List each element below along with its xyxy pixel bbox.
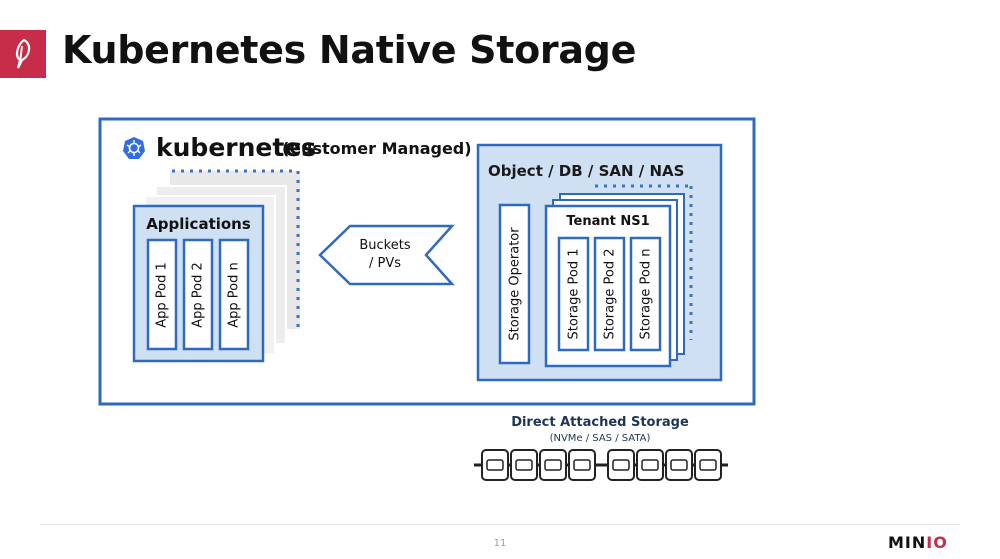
drive-icon xyxy=(694,449,722,481)
kubernetes-wordmark: kubernetes xyxy=(156,133,317,162)
feather-icon xyxy=(15,38,31,69)
minio-logo-badge xyxy=(0,30,46,78)
drive-icon xyxy=(481,449,509,481)
minio-wordmark: MINIO xyxy=(888,533,948,552)
das-subtitle: (NVMe / SAS / SATA) xyxy=(549,433,651,444)
app-pod-n-label: App Pod n xyxy=(226,261,242,328)
slide-title: Kubernetes Native Storage xyxy=(62,28,637,72)
customer-managed-note: (Customer Managed) xyxy=(282,139,472,158)
storage-pod-n-label: Storage Pod n xyxy=(638,248,653,340)
drive-icons xyxy=(481,449,722,481)
storage-pod-2: Storage Pod 2 xyxy=(595,238,624,350)
arrow-label-pvs: / PVs xyxy=(368,256,402,271)
storage-pod-1-box xyxy=(557,236,590,352)
app-pod-1-box xyxy=(146,238,178,351)
storage-operator: Storage Operator xyxy=(500,205,529,363)
kubernetes-frame xyxy=(98,117,756,406)
drive-icon xyxy=(568,449,596,481)
app-pod-2-label: App Pod 2 xyxy=(190,261,206,328)
arrow-label-buckets: Buckets xyxy=(359,238,411,253)
app-pod-n: App Pod n xyxy=(220,240,248,349)
storage-pod-n-box xyxy=(629,236,662,352)
footer-divider xyxy=(40,524,960,525)
brand-min: MIN xyxy=(888,533,927,552)
drive-icon xyxy=(510,449,538,481)
app-pod-n-box xyxy=(218,238,250,351)
storage-pod-2-box xyxy=(593,236,626,352)
app-pod-1: App Pod 1 xyxy=(148,240,176,349)
applications-header: Applications xyxy=(146,215,251,233)
tenant-header: Tenant NS1 xyxy=(566,214,650,229)
drive-icon xyxy=(665,449,693,481)
storage-operator-box xyxy=(498,203,531,365)
das-title: Direct Attached Storage xyxy=(511,415,689,430)
app-pod-1-label: App Pod 1 xyxy=(154,261,170,328)
kubernetes-helm-icon xyxy=(123,137,145,159)
buckets-arrow xyxy=(318,224,455,286)
drive-icon xyxy=(607,449,635,481)
storage-pod-1-label: Storage Pod 1 xyxy=(566,248,581,340)
brand-io: IO xyxy=(926,533,948,552)
page-number: 11 xyxy=(493,538,507,549)
app-pod-2: App Pod 2 xyxy=(184,240,212,349)
storage-pod-n: Storage Pod n xyxy=(631,238,660,350)
storage-pod-2-label: Storage Pod 2 xyxy=(602,248,617,340)
storage-operator-label: Storage Operator xyxy=(507,227,522,341)
app-pod-2-box xyxy=(182,238,214,351)
storage-pod-1: Storage Pod 1 xyxy=(559,238,588,350)
drive-icon xyxy=(636,449,664,481)
storage-header: Object / DB / SAN / NAS xyxy=(488,162,685,180)
drive-icon xyxy=(539,449,567,481)
